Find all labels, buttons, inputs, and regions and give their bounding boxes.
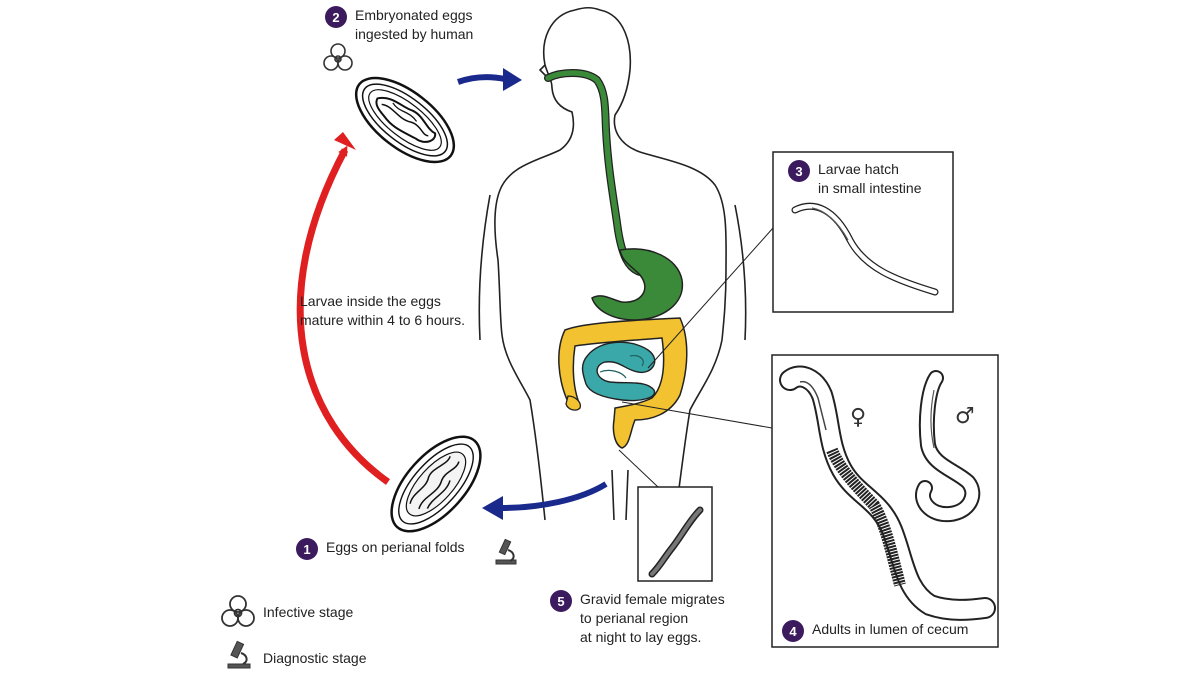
larvae-hatch-pointer (647, 227, 774, 369)
step-badge: 3 (788, 160, 810, 182)
step-text-line: Embryonated eggs (355, 7, 473, 23)
female-symbol: ♀ (850, 405, 867, 430)
legend-diagnostic-stage: Diagnostic stage (263, 650, 367, 666)
embryonated-egg-image (354, 76, 456, 164)
human-body-outline (478, 6, 747, 521)
step-text-line: to perianal region (580, 610, 689, 626)
larva-image (791, 202, 939, 296)
maturation-arrowhead (334, 132, 356, 150)
gravid-female-pointer (618, 449, 659, 488)
biohazard-icon (221, 595, 255, 627)
microscope-icon (227, 640, 251, 669)
step-1-label: 1 Eggs on perianal folds (296, 538, 465, 560)
step-5-label: 5 Gravid female migrates to perianal reg… (550, 590, 725, 647)
step-3-label: 3 Larvae hatch in small intestine (788, 160, 922, 198)
egg-laying-arrow (499, 481, 608, 511)
step-text-line: in small intestine (818, 180, 922, 196)
ingestion-arrow (457, 74, 506, 85)
esophagus-stomach (544, 69, 684, 321)
small-intestine (581, 341, 656, 402)
step-badge: 5 (550, 590, 572, 612)
colon (558, 317, 688, 449)
step-text-line: Larvae hatch (818, 161, 899, 177)
step-text-line: ingested by human (355, 26, 474, 42)
step-text-line: Eggs on perianal folds (326, 539, 465, 555)
perianal-egg-image (390, 435, 482, 533)
adult-female-worm-image (779, 365, 996, 621)
step-text-line: Adults in lumen of cecum (812, 621, 969, 637)
maturation-arrow (296, 145, 391, 485)
step-badge: 1 (296, 538, 318, 560)
male-symbol: ♂ (955, 404, 975, 429)
gravid-female-image (648, 506, 704, 578)
gravid-female-box (637, 486, 713, 582)
step-badge: 4 (782, 620, 804, 642)
maturation-note-line: Larvae inside the eggs (300, 293, 441, 309)
adult-male-worm-image (915, 370, 981, 523)
adults-pointer (621, 401, 773, 429)
step-badge: 2 (325, 6, 347, 28)
maturation-note-line: mature within 4 to 6 hours. (300, 312, 465, 328)
step-4-label: 4 Adults in lumen of cecum (782, 620, 968, 642)
maturation-note: Larvae inside the eggs mature within 4 t… (300, 292, 465, 330)
step-2-label: 2 Embryonated eggs ingested by human (325, 6, 473, 44)
step-text-line: at night to lay eggs. (580, 629, 702, 645)
step-text-line: Gravid female migrates (580, 591, 725, 607)
ingestion-arrowhead (503, 68, 522, 91)
legend-infective-stage: Infective stage (263, 604, 354, 620)
egg-laying-arrowhead (482, 496, 503, 520)
biohazard-icon (323, 43, 353, 71)
microscope-icon (495, 538, 517, 565)
